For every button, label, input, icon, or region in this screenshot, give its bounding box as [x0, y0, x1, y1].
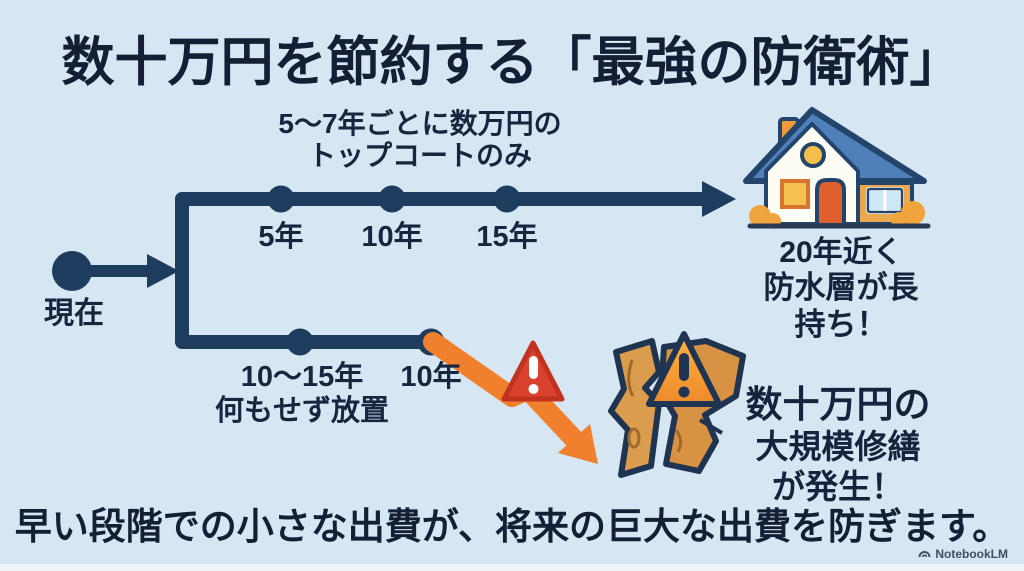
milestone-label-10y: 10年 — [361, 221, 423, 253]
top-branch-arrow-head — [702, 181, 736, 217]
top-branch-label: 5〜7年ごとに数万円の トップコートのみ — [278, 108, 562, 172]
bottom-branch-milestone-dot — [286, 328, 314, 356]
house-caption-line2: 防水層が長持ち！ — [763, 270, 919, 342]
start-node-dot — [52, 251, 92, 291]
branch-lines — [175, 181, 736, 349]
damage-caption-line1: 数十万円の — [745, 384, 931, 425]
bottom-strip — [0, 564, 1024, 571]
warning-triangle-orange-icon — [646, 331, 722, 407]
top-branch-milestone-dot — [493, 185, 521, 213]
page-title: 数十万円を節約する「最強の防衛術」 — [61, 33, 963, 92]
damage-caption-line2: 大規模修繕が発生！ — [755, 428, 921, 506]
house-icon — [743, 107, 931, 229]
house-outcome-caption: 20年近く 防水層が長持ち！ — [750, 235, 933, 344]
start-label: 現在 — [44, 297, 104, 330]
house-caption-line1: 20年近く — [779, 236, 903, 269]
alert-triangle-red-icon — [501, 340, 565, 402]
milestone-label-5y: 5年 — [258, 221, 304, 253]
bottom-milestone-label-10y: 10年 — [400, 361, 462, 393]
bottom-branch-label: 10〜15年 何もせず放置 — [214, 361, 390, 427]
footer-message: 早い段階での小さな出費が、将来の巨大な出費を防ぎます。 — [14, 506, 1010, 547]
top-branch-milestone-dot — [267, 185, 295, 213]
watermark: NotebookLM — [918, 547, 1008, 561]
start-arrow-icon — [84, 254, 179, 288]
damage-outcome-caption: 数十万円の 大規模修繕が発生！ — [745, 382, 931, 508]
notebooklm-logo-icon — [918, 550, 931, 557]
milestone-label-15y: 15年 — [476, 221, 538, 253]
watermark-label: NotebookLM — [935, 547, 1008, 561]
milestone-dots — [267, 185, 521, 356]
top-branch-milestone-dot — [378, 185, 406, 213]
